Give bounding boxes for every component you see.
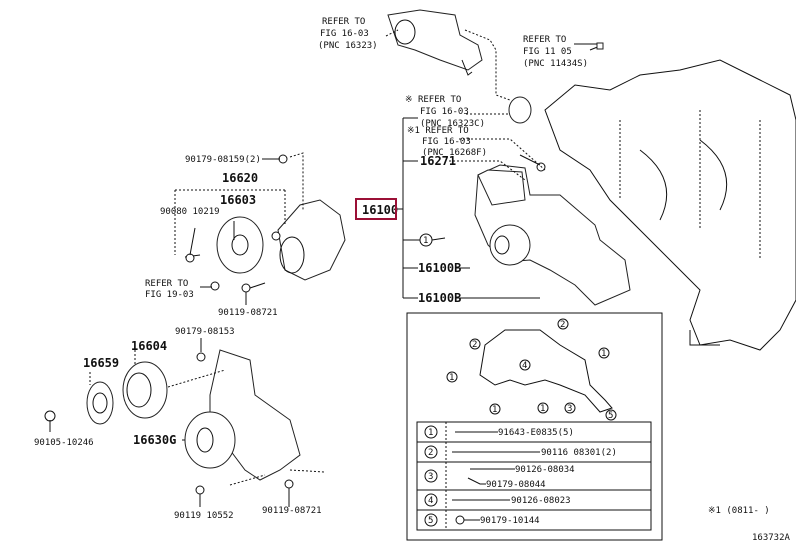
part-label[interactable]: 90080 10219 xyxy=(160,207,220,217)
part-label-highlighted[interactable]: 16100 xyxy=(362,203,398,217)
fastener-legend-table: 1 91643-E0835(5) 2 90116 08301(2) 3 9012… xyxy=(416,421,652,531)
ref-top-left-line3: (PNC 16323) xyxy=(318,41,378,51)
legend-part-number[interactable]: 90116 08301(2) xyxy=(541,448,617,458)
part-label[interactable]: 90119 10552 xyxy=(174,511,234,521)
tensioner-assembly-drawing xyxy=(174,152,346,293)
water-pump-drawing xyxy=(474,154,631,306)
ref-top-right-line3: (PNC 11434S) xyxy=(523,59,588,69)
inset-frame xyxy=(406,312,663,541)
part-label[interactable]: 16620 xyxy=(222,171,258,185)
ref-left-line2: FIG 19-03 xyxy=(145,290,194,300)
ref-mid-a-line2: FIG 16-03 xyxy=(420,107,469,117)
highlight-box xyxy=(355,198,397,220)
part-label[interactable]: 16630G xyxy=(133,433,176,447)
ref-top-left-line1: REFER TO xyxy=(322,17,365,27)
inset-number: 1 xyxy=(492,405,497,415)
part-label[interactable]: 16604 xyxy=(131,339,167,353)
gasket-oring xyxy=(508,96,532,124)
ref-left-line1: REFER TO xyxy=(145,279,188,289)
legend-number: 3 xyxy=(428,472,433,482)
ref-mid-a-line1: ※ REFER TO xyxy=(405,95,461,105)
legend-number: 5 xyxy=(428,516,433,526)
part-label[interactable]: 90105-10246 xyxy=(34,438,94,448)
footnote: ※1 (0811- ) xyxy=(708,506,770,516)
inset-number: 1 xyxy=(449,373,454,383)
ref-mid-b-line2: FIG 16-03 xyxy=(422,137,471,147)
inset-number: 2 xyxy=(560,320,565,330)
legend-part-number[interactable]: 90179-08044 xyxy=(486,480,546,490)
part-label[interactable]: 90119-08721 xyxy=(218,308,278,318)
ref-mid-b-line3: (PNC 16268F) xyxy=(422,148,487,158)
ref-top-right-line2: FIG 11 05 xyxy=(523,47,572,57)
part-label[interactable]: 90179-08153 xyxy=(175,327,235,337)
ref-top-left-line2: FIG 16-03 xyxy=(320,29,369,39)
inset-number: 3 xyxy=(567,404,572,414)
inset-number: 4 xyxy=(522,361,527,371)
legend-number: 2 xyxy=(428,448,433,458)
inset-number: 1 xyxy=(601,349,606,359)
callout-number: 1 xyxy=(423,236,428,246)
inset-drawing: 2 2 4 1 1 1 1 3 5 xyxy=(446,318,617,421)
legend-part-number[interactable]: 91643-E0835(5) xyxy=(498,428,574,438)
ref-mid-a-line3: (PNC 16323C) xyxy=(420,119,485,129)
part-label[interactable]: 16100B xyxy=(418,291,461,305)
water-outlet-housing-drawing xyxy=(387,9,604,124)
part-label[interactable]: 90119-08721 xyxy=(262,506,322,516)
callout-circle xyxy=(419,233,433,247)
ref-mid-b-line1: ※1 REFER TO xyxy=(407,126,469,136)
part-label[interactable]: 16271 xyxy=(420,154,456,168)
inset-number: 5 xyxy=(608,411,613,421)
part-label[interactable]: 16659 xyxy=(83,356,119,370)
legend-part-number[interactable]: 90126-08034 xyxy=(515,465,575,475)
legend-number: 1 xyxy=(428,428,433,438)
legend-number: 4 xyxy=(428,496,433,506)
legend-part-number[interactable]: 90179-10144 xyxy=(480,516,540,526)
part-label[interactable]: 16603 xyxy=(220,193,256,207)
idler-bracket-drawing xyxy=(44,349,326,495)
legend-part-number[interactable]: 90126-08023 xyxy=(511,496,571,506)
engine-block-drawing xyxy=(544,59,796,351)
inset-number: 1 xyxy=(540,404,545,414)
part-label[interactable]: 16100B xyxy=(418,261,461,275)
inset-number: 2 xyxy=(472,340,477,350)
diagram-id: 163732A xyxy=(752,533,791,543)
ref-top-right-line1: REFER TO xyxy=(523,35,566,45)
part-label[interactable]: 90179-08159(2) xyxy=(185,155,261,165)
